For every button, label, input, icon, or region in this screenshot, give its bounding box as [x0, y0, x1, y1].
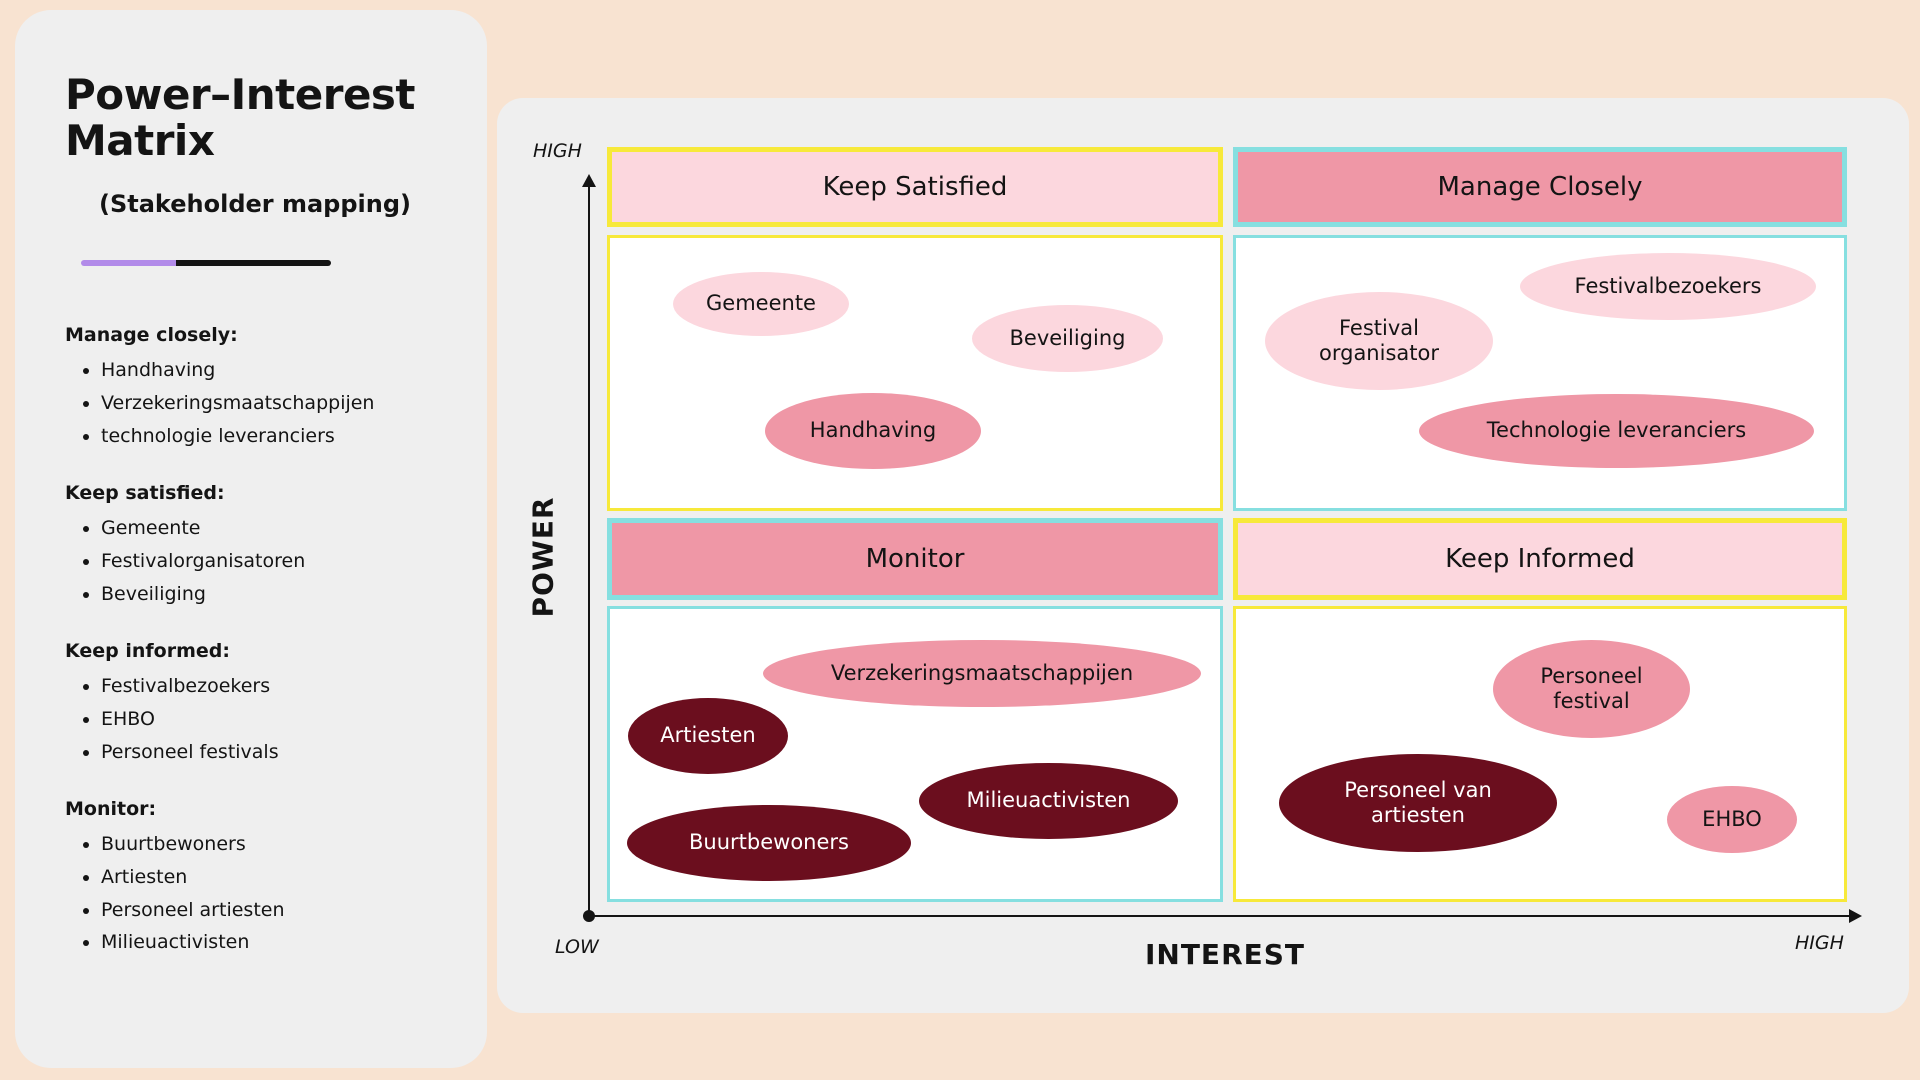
page-title: Power–Interest Matrix	[65, 70, 416, 166]
legend-heading: Keep satisfied:	[65, 482, 225, 505]
legend: Manage closely: Handhaving Verzekeringsm…	[65, 324, 447, 959]
legend-item: Verzekeringsmaatschappijen	[101, 387, 447, 420]
quadrant-title: Keep Informed	[1445, 544, 1635, 574]
legend-section-manage-closely: Manage closely: Handhaving Verzekeringsm…	[65, 324, 447, 452]
legend-heading: Manage closely:	[65, 324, 238, 347]
title-underline	[81, 260, 331, 267]
quadrant-body-keep-satisfied: Gemeente Beveiliging Handhaving	[607, 235, 1223, 511]
bubble-ehbo: EHBO	[1667, 786, 1797, 853]
legend-section-monitor: Monitor: Buurtbewoners Artiesten Persone…	[65, 798, 447, 959]
legend-section-keep-informed: Keep informed: Festivalbezoekers EHBO Pe…	[65, 640, 447, 768]
quadrant-title: Keep Satisfied	[822, 172, 1008, 202]
bubble-festivalbezoekers: Festivalbezoekers	[1520, 253, 1816, 320]
page-subtitle: (Stakeholder mapping)	[99, 190, 411, 219]
legend-item: Festivalorganisatoren	[101, 545, 447, 578]
bubble-personeel-van-artiesten: Personeel van artiesten	[1279, 754, 1557, 852]
underline-purple-segment	[81, 260, 176, 267]
quadrant-header-monitor: Monitor	[607, 518, 1223, 600]
underline-black-segment	[176, 260, 331, 267]
x-axis-line	[588, 915, 1850, 917]
legend-item: Personeel artiesten	[101, 894, 447, 927]
legend-item: Milieuactivisten	[101, 926, 447, 959]
bubble-verzekeringsmaatschappijen: Verzekeringsmaatschappijen	[763, 640, 1201, 707]
bubble-handhaving: Handhaving	[765, 393, 981, 469]
bubble-artiesten: Artiesten	[628, 698, 788, 774]
sidebar-panel: Power–Interest Matrix (Stakeholder mappi…	[15, 10, 487, 1068]
legend-item: Beveiliging	[101, 578, 447, 611]
y-axis-line	[588, 186, 590, 916]
matrix-panel: HIGH POWER LOW INTEREST HIGH Keep Satisf…	[497, 98, 1909, 1013]
bubble-milieuactivisten: Milieuactivisten	[919, 763, 1178, 839]
legend-item: EHBO	[101, 703, 447, 736]
axis-origin-dot	[583, 910, 595, 922]
bubble-technologie-leveranciers: Technologie leveranciers	[1419, 394, 1814, 468]
quadrant-title: Monitor	[865, 544, 965, 574]
bubble-festival-organisator: Festival organisator	[1265, 292, 1493, 390]
legend-heading: Keep informed:	[65, 640, 230, 663]
bubble-personeel-festival: Personeel festival	[1493, 640, 1690, 738]
x-low-label: LOW	[555, 936, 599, 958]
legend-item: technologie leveranciers	[101, 420, 447, 453]
legend-item: Buurtbewoners	[101, 828, 447, 861]
quadrant-header-keep-satisfied: Keep Satisfied	[607, 147, 1223, 227]
legend-section-keep-satisfied: Keep satisfied: Gemeente Festivalorganis…	[65, 482, 447, 610]
x-axis-label: INTEREST	[1144, 938, 1306, 971]
legend-item: Personeel festivals	[101, 736, 447, 769]
bubble-buurtbewoners: Buurtbewoners	[627, 805, 911, 881]
legend-item: Artiesten	[101, 861, 447, 894]
x-axis-arrow-icon	[1849, 909, 1862, 923]
legend-heading: Monitor:	[65, 798, 157, 821]
quadrant-header-manage-closely: Manage Closely	[1233, 147, 1847, 227]
x-high-label: HIGH	[1795, 932, 1844, 954]
y-high-label: HIGH	[533, 140, 582, 162]
y-axis-label: POWER	[526, 496, 560, 618]
bubble-beveiliging: Beveiliging	[972, 305, 1163, 372]
legend-item: Handhaving	[101, 354, 447, 387]
quadrant-title: Manage Closely	[1437, 172, 1643, 202]
y-axis-arrow-icon	[582, 174, 596, 187]
quadrant-body-manage-closely: Festivalbezoekers Festival organisator T…	[1233, 235, 1847, 511]
quadrant-header-keep-informed: Keep Informed	[1233, 518, 1847, 600]
bubble-gemeente: Gemeente	[673, 272, 849, 336]
quadrant-body-monitor: Verzekeringsmaatschappijen Artiesten Mil…	[607, 606, 1223, 902]
quadrant-body-keep-informed: Personeel festival Personeel van artiest…	[1233, 606, 1847, 902]
legend-item: Festivalbezoekers	[101, 670, 447, 703]
legend-item: Gemeente	[101, 512, 447, 545]
